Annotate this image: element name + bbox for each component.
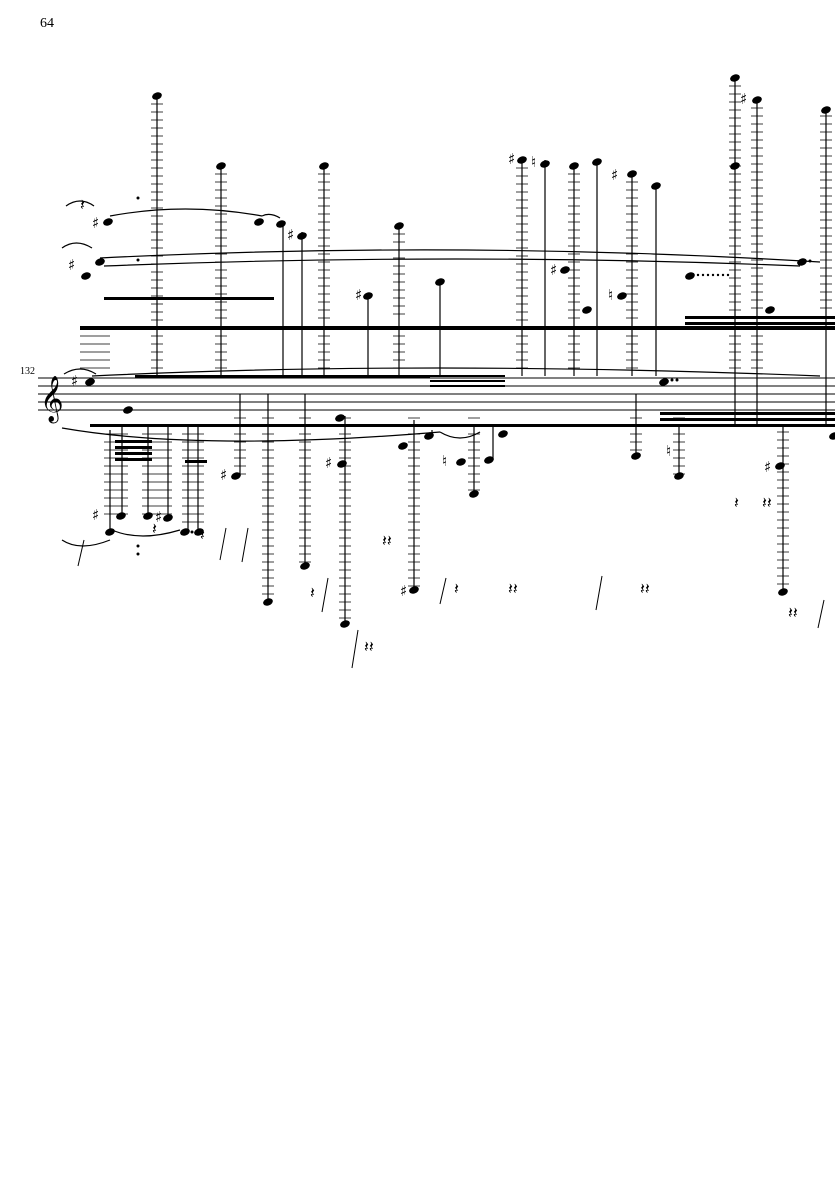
svg-text:𝄽𝄽: 𝄽𝄽 [508,579,518,598]
slurs [61,200,821,547]
svg-text:♯: ♯ [155,508,162,526]
page-number: 64 [40,16,54,31]
staff [38,377,835,411]
rests: 𝄽 𝄽 𝄽 𝄽 𝄽𝄽 𝄽𝄽 𝄽 𝄽𝄽 𝄽𝄽 𝄽 𝄽𝄽 𝄽𝄽 [80,195,798,656]
svg-text:♯: ♯ [68,256,75,274]
flag-clusters [77,527,825,669]
svg-text:𝄽: 𝄽 [734,493,739,512]
svg-text:𝄽: 𝄽 [80,195,85,214]
svg-text:♯: ♯ [325,454,332,472]
beams [80,297,835,463]
svg-text:♯: ♯ [508,150,515,168]
svg-text:♯: ♯ [355,286,362,304]
svg-text:♮: ♮ [531,153,536,171]
svg-text:♯: ♯ [71,372,78,390]
svg-text:♮: ♮ [608,286,613,304]
svg-text:♯: ♯ [740,90,747,108]
svg-text:𝄽𝄽: 𝄽𝄽 [364,637,374,656]
measure-number: 132 [20,366,35,377]
svg-text:𝄽𝄽: 𝄽𝄽 [762,493,772,512]
svg-text:𝄽: 𝄽 [310,583,315,602]
ledger-lines-upper [80,85,832,369]
lower-stems [109,394,784,624]
svg-text:𝄽𝄽: 𝄽𝄽 [788,603,798,622]
svg-text:♯: ♯ [550,261,557,279]
accidentals: ♯ ♯ ♯ ♯ ♯ ♮ ♯ ♯ ♮ ♯ ♯ ♯ ♯ ♯ ♯ ♯ ♮ ♮ ♯ [68,90,771,600]
svg-text:♯: ♯ [611,166,618,184]
svg-text:♯: ♯ [764,458,771,476]
svg-text:♯: ♯ [92,506,99,524]
svg-text:♯: ♯ [400,582,407,600]
augmentation-dots [136,196,812,556]
treble-clef-icon: 𝄞 [40,376,64,424]
svg-text:𝄽: 𝄽 [152,519,157,538]
svg-text:𝄽: 𝄽 [200,525,205,544]
lower-noteheads [105,414,835,628]
upper-noteheads [81,74,831,414]
svg-text:♯: ♯ [92,214,99,232]
svg-text:𝄽𝄽: 𝄽𝄽 [640,579,650,598]
upper-stems [156,78,827,424]
ledger-lines-lower [104,417,789,619]
svg-text:𝄽𝄽: 𝄽𝄽 [382,531,392,550]
svg-text:♯: ♯ [220,466,227,484]
svg-text:𝄽: 𝄽 [454,579,459,598]
svg-text:♮: ♮ [666,442,671,460]
svg-text:♮: ♮ [442,452,447,470]
svg-text:♯: ♯ [287,226,294,244]
